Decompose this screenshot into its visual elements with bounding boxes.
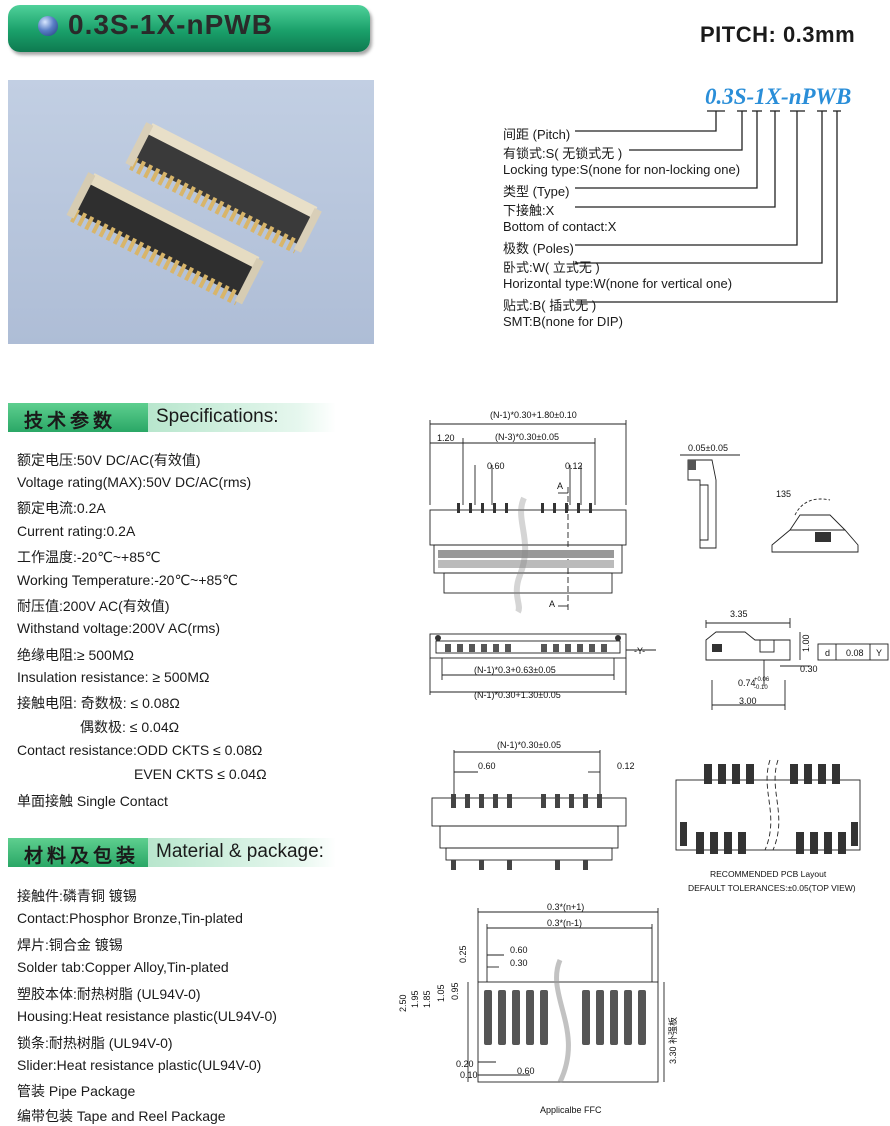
ffc-dim-0-60: 0.60	[517, 1066, 535, 1076]
material-line: 管装 Pipe Package	[17, 1083, 136, 1099]
specifications-title-en: Specifications:	[156, 406, 279, 427]
legend-leader-lines	[575, 110, 841, 303]
legend-type: 类型 (Type)	[503, 184, 570, 199]
material-title-zh: 材料及包装	[24, 846, 140, 867]
datum-y: -Y-	[634, 646, 645, 656]
flatness-value: 0.08	[846, 648, 864, 658]
ffc-pitch: 0.60	[510, 945, 528, 955]
legend-smt-zh: 贴式:B( 插式无 )	[503, 298, 597, 313]
spec-line: 接触电阻: 奇数极: ≤ 0.08Ω	[17, 695, 180, 711]
dim-side-base: 3.00	[739, 696, 757, 706]
dim-side-tol-down: -0.10	[754, 685, 768, 691]
default-tolerances: DEFAULT TOLERANCES:±0.05(TOP VIEW)	[688, 883, 856, 893]
dim-side-small: 0.30	[800, 664, 818, 674]
legend-horizontal-zh: 卧式:W( 立式无 )	[503, 260, 600, 275]
ffc-dim-2-50: 2.50	[398, 994, 408, 1012]
flatness-symbol: d	[825, 648, 830, 658]
spec-line: Insulation resistance: ≥ 500MΩ	[17, 669, 210, 685]
material-header: 材料及包装 Material & package:	[8, 838, 336, 867]
material-line: 焊片:铜合金 镀锡	[17, 937, 123, 953]
ffc-dim-0-95: 0.95	[450, 982, 460, 1000]
spec-line: 额定电压:50V DC/AC(有效值)	[17, 452, 201, 468]
dim-top-pitch: 0.60	[487, 461, 505, 471]
dim-angle: 135	[776, 489, 791, 499]
ffc-dim-0-10: 0.10	[460, 1070, 478, 1080]
dim-bottom-pitch: 0.60	[478, 761, 496, 771]
legend-horizontal-en: Horizontal type:W(none for vertical one)	[503, 276, 733, 291]
legend-poles: 极数 (Poles)	[503, 241, 574, 256]
spec-line: Voltage rating(MAX):50V DC/AC(rms)	[17, 474, 252, 490]
legend-locking-en: Locking type:S(none for non-locking one)	[503, 162, 741, 177]
material-line: 编带包装 Tape and Reel Package	[17, 1108, 226, 1124]
section-a-bottom: A	[549, 599, 555, 609]
dim-side-thickness: 0.05±0.05	[688, 443, 728, 453]
ffc-dim-1-95: 1.95	[410, 990, 420, 1008]
spec-line: 工作温度:-20℃~+85℃	[17, 549, 161, 565]
dim-bottom-span: (N-1)*0.30±0.05	[497, 740, 561, 750]
ffc-dim-1-85: 1.85	[422, 990, 432, 1008]
specifications-title-zh: 技术参数	[24, 411, 117, 432]
pitch-label: PITCH: 0.3mm	[700, 22, 856, 47]
legend-pitch: 间距 (Pitch)	[503, 127, 571, 142]
spec-line: Withstand voltage:200V AC(rms)	[17, 620, 221, 636]
legend-locking-zh: 有锁式:S( 无锁式无 )	[503, 146, 623, 161]
legend-bottom-en: Bottom of contact:X	[503, 219, 617, 234]
material-line: 锁条:耐热树脂 (UL94V-0)	[17, 1035, 173, 1051]
legend-bottom-zh: 下接触:X	[503, 203, 555, 218]
ffc-reinforcement: 3.30 补强板	[667, 1017, 678, 1064]
material-title-en: Material & package:	[156, 841, 324, 862]
dim-top-gap: 0.12	[565, 461, 583, 471]
spec-line: 额定电流:0.2A	[17, 500, 106, 516]
dim-top-overall: (N-1)*0.30+1.80±0.10	[490, 410, 577, 420]
material-line: Solder tab:Copper Alloy,Tin-plated	[17, 959, 229, 975]
title-banner	[8, 5, 370, 52]
dim-front-outer: (N-1)*0.30+1.30±0.05	[474, 690, 561, 700]
spec-line: 耐压值:200V AC(有效值)	[17, 598, 170, 614]
spec-line: 绝缘电阻:≥ 500MΩ	[17, 647, 134, 663]
flatness-ref: Y	[876, 648, 882, 658]
dim-side-height: 1.00	[801, 634, 811, 652]
ffc-dim-0-20: 0.20	[456, 1059, 474, 1069]
spec-line: EVEN CKTS ≤ 0.04Ω	[134, 766, 267, 782]
ffc-dim-0-25: 0.25	[458, 945, 468, 963]
dim-front-inner: (N-1)*0.3+0.63±0.05	[474, 665, 556, 675]
dim-side-width: 3.35	[730, 609, 748, 619]
legend-smt-en: SMT:B(none for DIP)	[503, 314, 623, 329]
material-line: 接触件:磷青铜 镀锡	[17, 888, 137, 904]
material-line: 塑胶本体:耐热树脂 (UL94V-0)	[17, 986, 201, 1002]
bullet-icon	[38, 16, 58, 36]
spec-line: Working Temperature:-20℃~+85℃	[17, 572, 238, 588]
dim-side-tol-main: 0.74	[738, 678, 756, 688]
dim-top-pitch-span: (N-3)*0.30±0.05	[495, 432, 559, 442]
ffc-dim-1-05: 1.05	[436, 984, 446, 1002]
specifications-header: 技术参数 Specifications:	[8, 403, 336, 432]
part-code: 0.3S-1X-nPWB	[705, 84, 852, 109]
page-title: 0.3S-1X-nPWB	[68, 9, 273, 40]
material-line: Contact:Phosphor Bronze,Tin-plated	[17, 910, 243, 926]
section-a-top: A	[557, 481, 563, 491]
pcb-layout-label: RECOMMENDED PCB Layout	[710, 869, 827, 879]
spec-line: Contact resistance:ODD CKTS ≤ 0.08Ω	[17, 742, 263, 758]
spec-line: Current rating:0.2A	[17, 523, 136, 539]
dim-side-tol-up: +0.06	[754, 677, 770, 683]
ffc-trace-width: 0.30	[510, 958, 528, 968]
ffc-label: Applicalbe FFC	[540, 1105, 602, 1115]
dim-bottom-gap: 0.12	[617, 761, 635, 771]
spec-line: 单面接触 Single Contact	[17, 793, 168, 809]
dim-top-edge: 1.20	[437, 433, 455, 443]
spec-line: 偶数极: ≤ 0.04Ω	[80, 719, 180, 735]
product-photo	[8, 80, 374, 344]
ffc-width-outer: 0.3*(n+1)	[547, 902, 584, 912]
material-line: Housing:Heat resistance plastic(UL94V-0)	[17, 1008, 277, 1024]
material-line: Slider:Heat resistance plastic(UL94V-0)	[17, 1057, 262, 1073]
ffc-width-inner: 0.3*(n-1)	[547, 918, 582, 928]
